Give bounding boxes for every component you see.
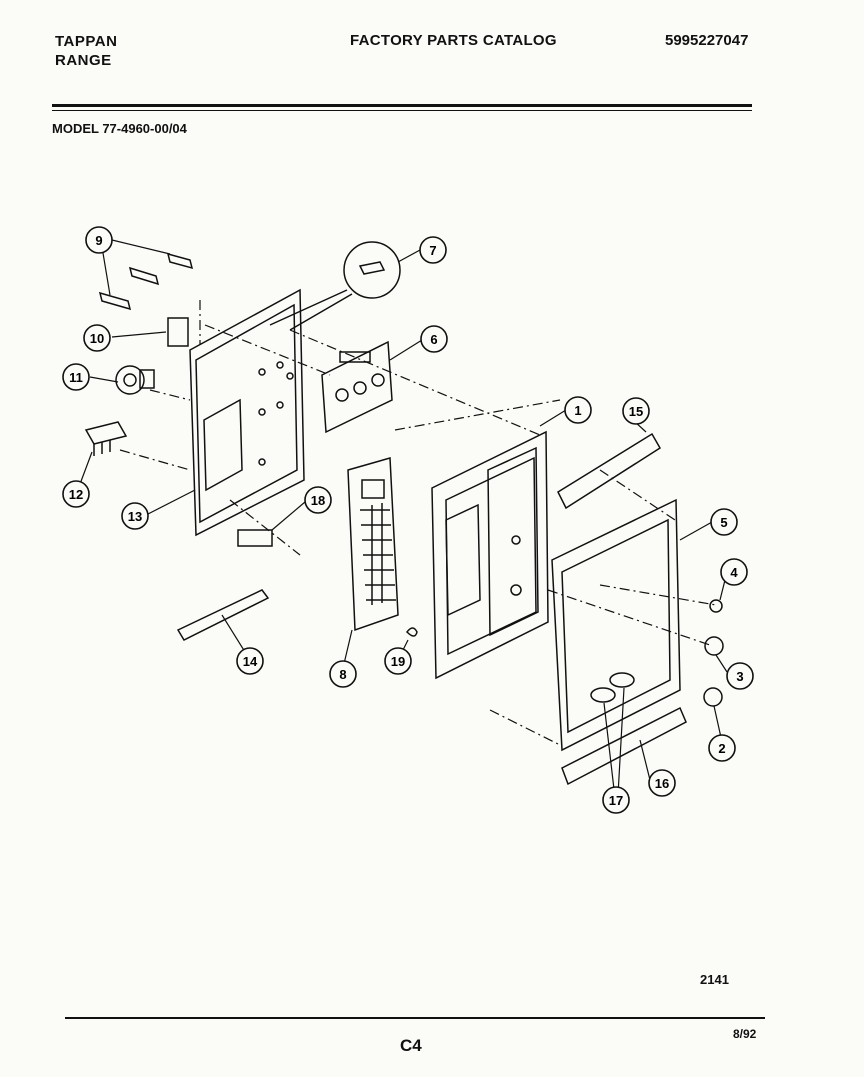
svg-text:1: 1	[574, 403, 581, 418]
callout-15: 15	[622, 397, 650, 425]
callout-14: 14	[236, 647, 264, 675]
part-7-detail	[269, 241, 401, 331]
svg-text:9: 9	[95, 233, 102, 248]
brand-line-1: TAPPAN	[55, 33, 118, 50]
callouts: 1 2 3 4 5 6 7 8 9 10 11 12 13 14 15 16 1…	[62, 226, 754, 814]
drawing-code: 2141	[700, 972, 729, 987]
callout-9: 9	[85, 226, 113, 254]
part-19-clip	[406, 627, 418, 637]
part-5-door-frame	[551, 498, 681, 752]
part-11-motor	[115, 365, 155, 395]
part-17-rollers	[590, 672, 635, 703]
callout-17: 17	[602, 786, 630, 814]
callout-3: 3	[726, 662, 754, 690]
callout-2: 2	[708, 734, 736, 762]
part-12-terminal	[84, 421, 128, 456]
brand-line-2: RANGE	[55, 52, 112, 69]
revision-date: 8/92	[733, 1027, 757, 1041]
header-rule-thin	[52, 110, 752, 111]
part-2-knob	[703, 687, 723, 707]
part-6-display-board	[321, 340, 393, 434]
part-16-bottom-trim	[561, 706, 687, 786]
callout-5: 5	[710, 508, 738, 536]
svg-text:3: 3	[736, 669, 743, 684]
callout-8: 8	[329, 660, 357, 688]
callout-12: 12	[62, 480, 90, 508]
callout-11: 11	[62, 363, 90, 391]
svg-text:6: 6	[430, 332, 437, 347]
part-13-control-frame	[189, 288, 305, 537]
svg-text:8: 8	[339, 667, 346, 682]
svg-text:18: 18	[311, 493, 325, 508]
svg-text:11: 11	[69, 370, 83, 385]
svg-text:19: 19	[391, 654, 405, 669]
callout-4: 4	[720, 558, 748, 586]
svg-text:15: 15	[629, 404, 643, 419]
callout-1: 1	[564, 396, 592, 424]
header-rule-thick	[52, 104, 752, 107]
svg-text:4: 4	[730, 565, 738, 580]
svg-text:7: 7	[429, 243, 436, 258]
svg-text:10: 10	[90, 331, 104, 346]
svg-text:12: 12	[69, 487, 83, 502]
footer-rule	[65, 1017, 765, 1019]
part-10-switch	[167, 317, 189, 347]
callout-7: 7	[419, 236, 447, 264]
part-9-clips	[98, 252, 194, 311]
model-number: MODEL 77-4960-00/04	[52, 121, 187, 136]
callout-leaders	[76, 239, 728, 799]
callout-10: 10	[83, 324, 111, 352]
page-label: C4	[400, 1036, 422, 1055]
callout-18: 18	[304, 486, 332, 514]
callout-19: 19	[384, 647, 412, 675]
catalog-part-number: 5995227047	[665, 32, 749, 49]
svg-text:14: 14	[243, 654, 258, 669]
part-4-knob	[709, 599, 723, 613]
callout-13: 13	[121, 502, 149, 530]
catalog-title: FACTORY PARTS CATALOG	[350, 32, 557, 49]
brand: TAPPAN RANGE	[55, 32, 117, 70]
part-8-keypad	[347, 457, 399, 632]
callout-6: 6	[420, 325, 448, 353]
part-15-top-trim	[557, 432, 662, 510]
part-1-panel-face	[431, 430, 549, 680]
callout-16: 16	[648, 769, 676, 797]
part-3-knob	[704, 636, 724, 656]
svg-text:17: 17	[609, 793, 623, 808]
part-14-bracket	[176, 589, 270, 641]
assembly-guide-lines	[119, 300, 717, 746]
svg-text:2: 2	[718, 741, 725, 756]
svg-text:5: 5	[720, 515, 727, 530]
svg-text:13: 13	[128, 509, 142, 524]
part-18-connector	[237, 529, 273, 547]
svg-text:16: 16	[655, 776, 669, 791]
